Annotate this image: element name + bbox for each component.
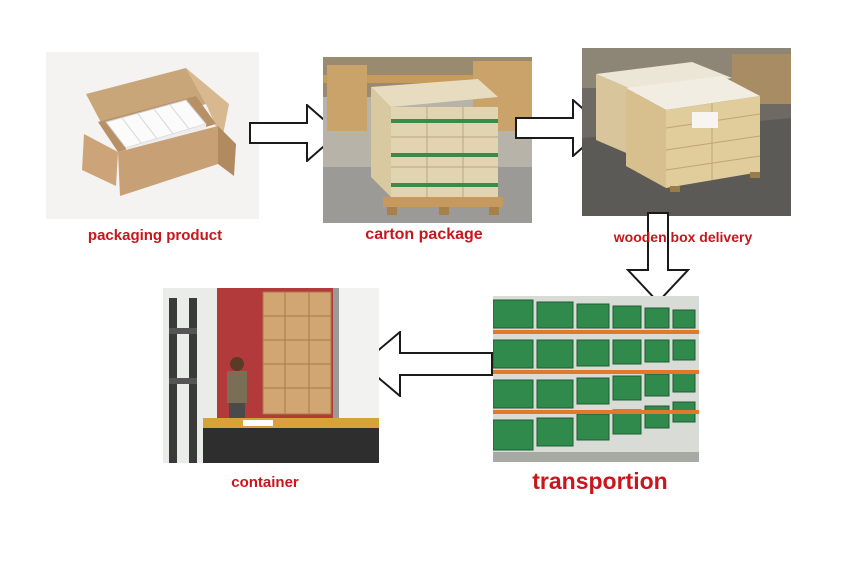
label-container: container: [231, 474, 299, 491]
arrow-down: [626, 212, 690, 304]
arrow-left: [360, 331, 494, 397]
carton-package-photo: [323, 57, 532, 223]
container-photo: [163, 288, 379, 463]
label-wooden-box-delivery: wooden box delivery: [613, 229, 753, 245]
label-packaging-product: packaging product: [87, 227, 223, 244]
packaging-product-photo: [46, 52, 259, 219]
wooden-box-photo: [582, 48, 791, 216]
label-carton-package: carton package: [365, 226, 483, 243]
transportion-photo: [493, 296, 699, 462]
label-transportion: transportion: [532, 468, 668, 494]
